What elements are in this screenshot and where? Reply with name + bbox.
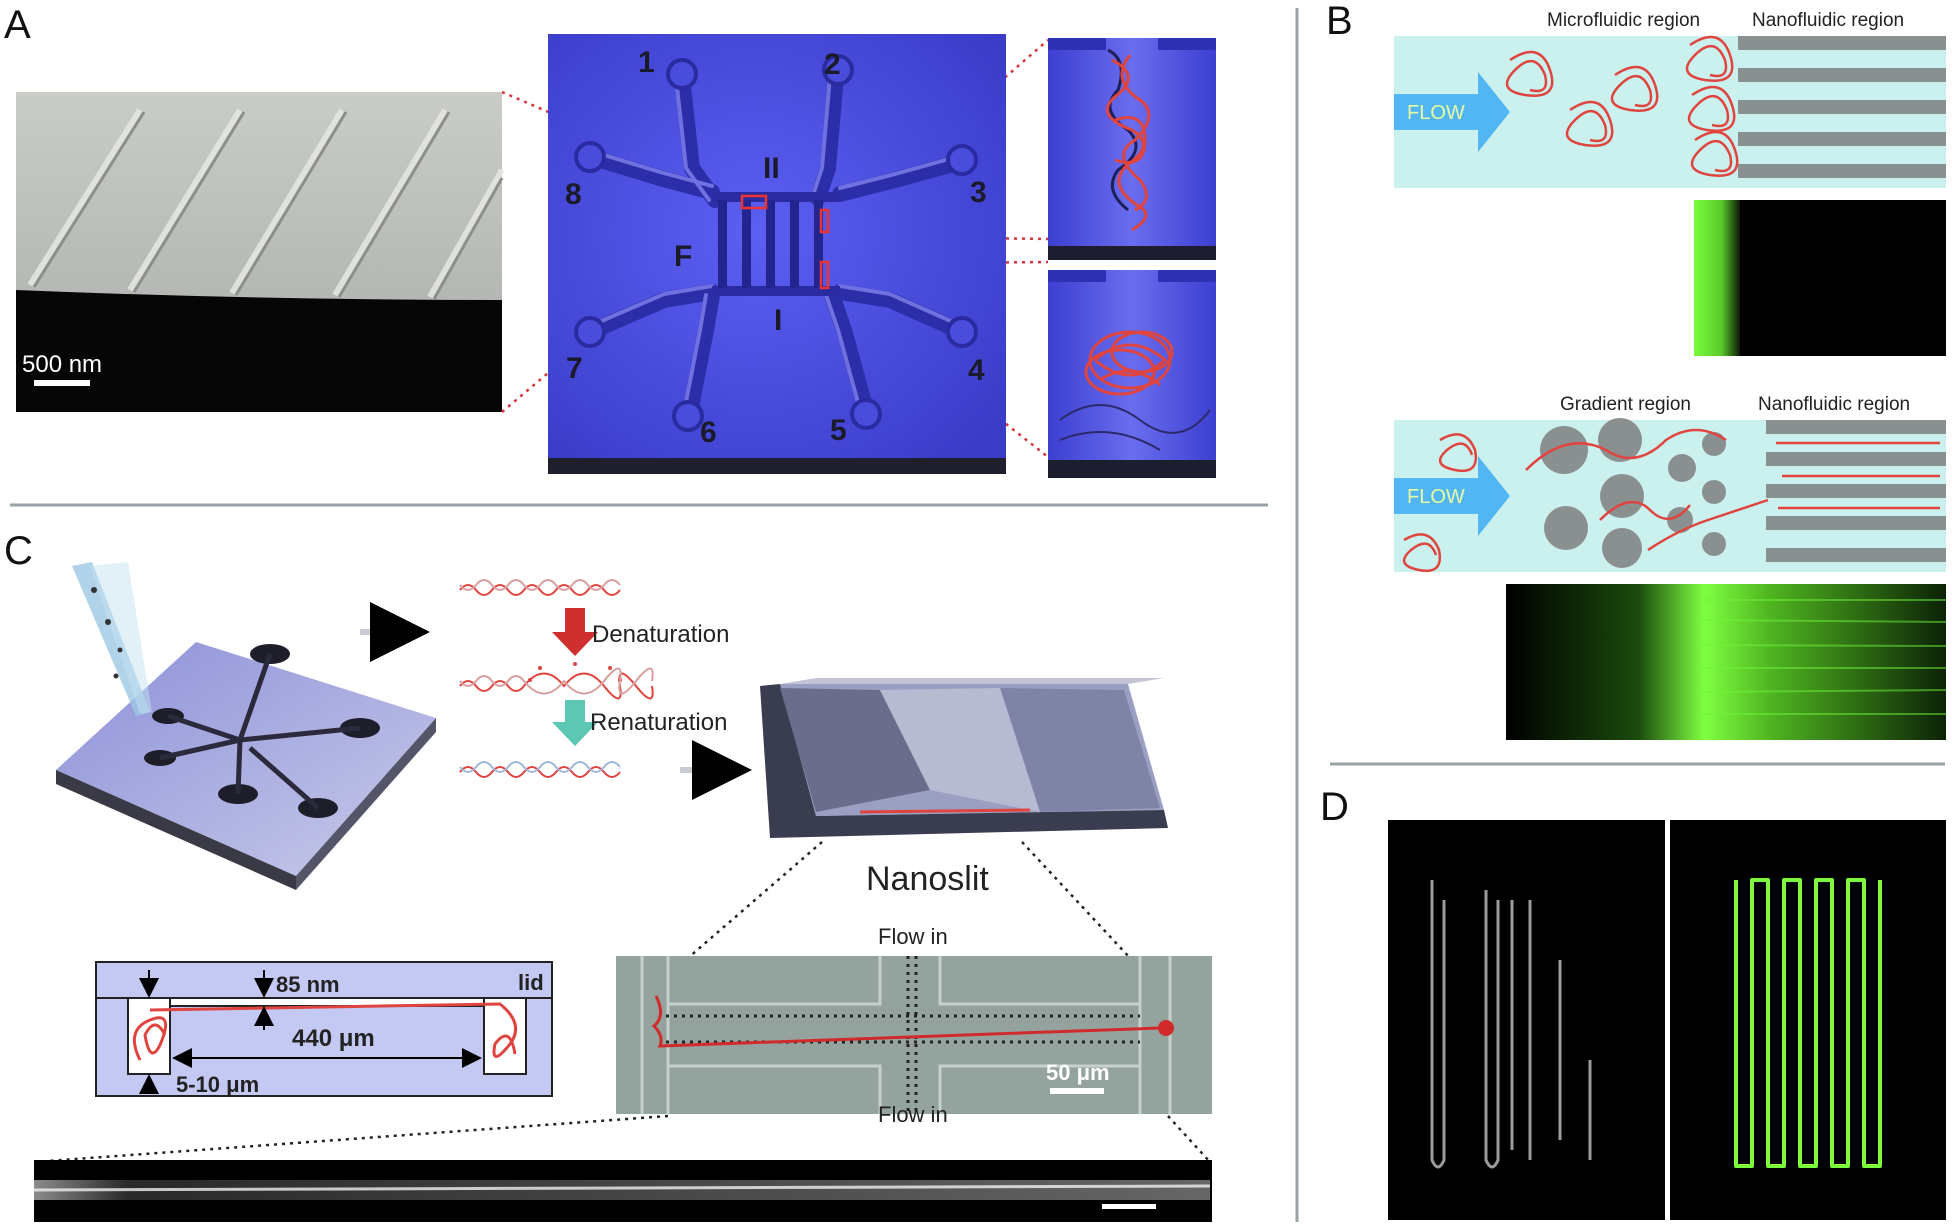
denaturation-label: Denaturation	[592, 621, 729, 648]
sem-image: 500 nm	[16, 92, 505, 412]
flow-label-bottom: FLOW	[1407, 486, 1465, 508]
device-chip: 1 2 3 4 5 6 7 8 II I F	[548, 34, 1006, 474]
panel-a: A 500 nm	[4, 3, 1216, 478]
zoom-lines-c	[33, 841, 1211, 1164]
inset-top-a	[1048, 38, 1216, 260]
channel-label-bottom: I	[774, 304, 782, 337]
microfluidic-region-label: Microfluidic region	[1547, 10, 1700, 31]
scale-bar-label-c: 50 μm	[1046, 1060, 1110, 1085]
nanofluidic-region-label-top: Nanofluidic region	[1752, 10, 1904, 31]
renaturation-label: Renaturation	[590, 709, 727, 736]
scale-bar-c	[1050, 1088, 1104, 1094]
fluorescence-image-bottom-b	[1506, 584, 1947, 740]
flow-label-top: FLOW	[1407, 102, 1465, 124]
channel-label-left: F	[674, 240, 692, 273]
fluorescence-image-d-right	[1670, 820, 1946, 1220]
port-label-8: 8	[565, 178, 582, 211]
port-label-2: 2	[824, 48, 841, 81]
gradient-schematic: Gradient region Nanofluidic region	[1394, 394, 1946, 573]
denaturation-arrow	[552, 608, 598, 656]
cross-section-schematic: 85 nm lid 440 μm 5-10 μm	[95, 961, 553, 1097]
nanoslit-block: Nanoslit	[760, 678, 1168, 898]
device-with-pipette	[56, 562, 436, 890]
stretched-dna-image	[33, 1160, 1212, 1222]
height-label: 5-10 μm	[176, 1072, 259, 1097]
fluorescence-image-d-left	[1388, 820, 1665, 1220]
depth-label: 85 nm	[276, 972, 340, 997]
inset-bottom-a	[1048, 270, 1216, 478]
gradient-region-label: Gradient region	[1560, 394, 1691, 415]
renaturation-arrow	[552, 700, 598, 746]
lid-label: lid	[518, 970, 544, 995]
panel-b-letter: B	[1326, 0, 1353, 43]
port-label-1: 1	[638, 46, 655, 79]
panel-d: D	[1320, 785, 1946, 1220]
panel-b: B Microfluidic region Nanofluidic region…	[1326, 0, 1947, 740]
flow-in-top-label: Flow in	[878, 924, 948, 949]
port-label-7: 7	[566, 352, 583, 385]
panel-a-letter: A	[4, 3, 31, 47]
micro-nano-schematic: Microfluidic region Nanofluidic region F…	[1394, 10, 1946, 188]
nanoslit-label: Nanoslit	[866, 860, 989, 898]
flow-arrow-top	[1394, 72, 1510, 152]
flow-in-bottom-label: Flow in	[878, 1102, 948, 1127]
port-label-4: 4	[968, 354, 985, 387]
port-label-3: 3	[970, 176, 987, 209]
scale-bar-label-a: 500 nm	[22, 351, 102, 378]
dna-strand-nanoslit	[859, 808, 1031, 814]
port-label-6: 6	[700, 416, 717, 449]
nanoslit-micrograph: Flow in Flow in 50 μm	[616, 924, 1212, 1127]
flow-arrow-bottom	[1394, 456, 1510, 536]
channel-label-top: II	[763, 152, 780, 185]
denaturation-diagram: Denaturation Renaturation	[459, 579, 729, 778]
scale-bar-a	[34, 380, 90, 386]
panel-c: C	[4, 529, 1212, 1222]
panel-d-letter: D	[1320, 785, 1349, 829]
nanofluidic-region-label-bottom: Nanofluidic region	[1758, 394, 1910, 415]
length-label: 440 μm	[292, 1025, 375, 1052]
port-label-5: 5	[830, 414, 847, 447]
fluorescence-image-top-b	[1694, 200, 1946, 356]
panel-c-letter: C	[4, 529, 33, 573]
